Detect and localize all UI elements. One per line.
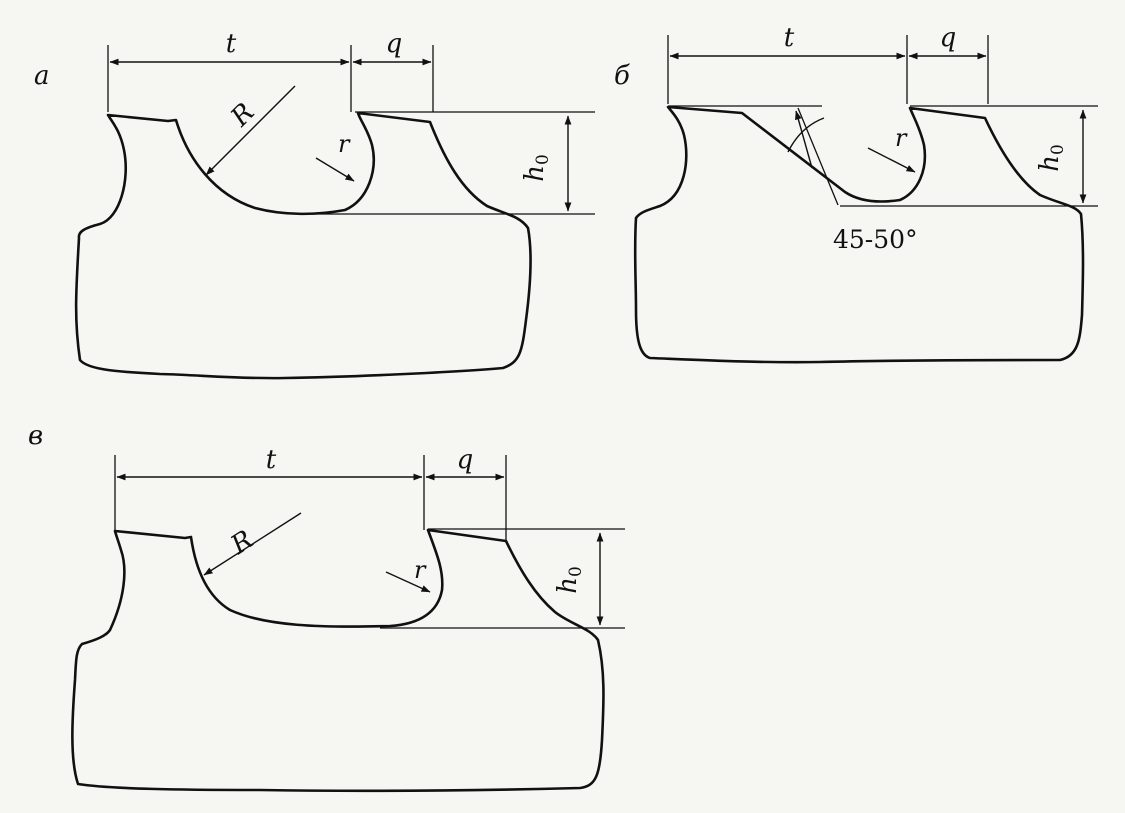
leader-R bbox=[203, 512, 302, 576]
label-r: r bbox=[338, 130, 351, 158]
leader-r bbox=[315, 157, 355, 182]
label-r: r bbox=[895, 124, 908, 152]
label-r: r bbox=[414, 556, 427, 584]
label-angle: 45-50° bbox=[833, 225, 918, 254]
tool-body-outline bbox=[74, 111, 532, 380]
leader-r bbox=[385, 571, 431, 593]
label-q: q bbox=[940, 23, 957, 53]
label-t: t bbox=[226, 29, 237, 59]
label-q: q bbox=[386, 29, 403, 59]
label-R: R bbox=[225, 98, 261, 134]
tool-body-outline bbox=[71, 528, 605, 793]
tool-body-outline bbox=[633, 105, 1085, 364]
panel-a: a t q h0 R r bbox=[34, 29, 595, 380]
panel-c: в t q h0 R r bbox=[28, 421, 625, 793]
leader-R bbox=[205, 85, 296, 176]
label-h0: h0 bbox=[520, 154, 553, 182]
panel-a-letter: a bbox=[34, 61, 50, 91]
label-R: R bbox=[225, 525, 259, 561]
leader-r bbox=[867, 147, 916, 173]
label-h0: h0 bbox=[553, 566, 586, 594]
panel-b-letter: б bbox=[614, 61, 630, 91]
angle-arrow bbox=[795, 110, 813, 169]
label-t: t bbox=[266, 445, 277, 475]
panel-c-letter: в bbox=[28, 421, 43, 451]
angle-leg bbox=[797, 107, 839, 206]
panel-b: б t q h0 45-50° r bbox=[614, 23, 1098, 364]
angle-arc bbox=[787, 117, 825, 153]
label-h0: h0 bbox=[1035, 144, 1068, 172]
label-q: q bbox=[457, 445, 474, 475]
label-t: t bbox=[784, 23, 795, 53]
